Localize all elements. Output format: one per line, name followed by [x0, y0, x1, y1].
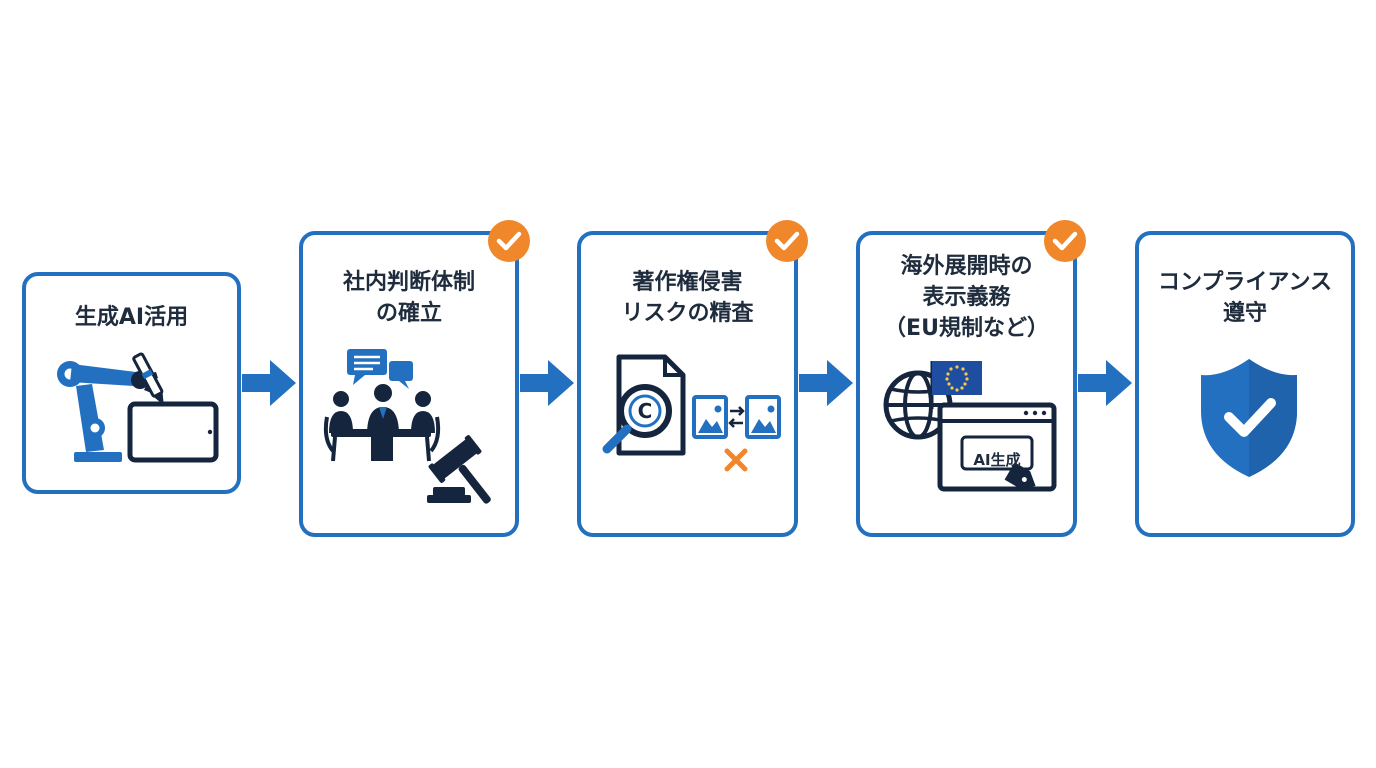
step-4-title-line-2: 表示義務 [922, 285, 1011, 310]
step-3-title-line-1: 著作権侵害 [632, 270, 743, 295]
globe-eu-label-icon [883, 361, 1057, 492]
step-3-title-line-2: リスクの精査 [621, 301, 754, 326]
flow-arrow-4 [1078, 360, 1132, 406]
check-badge-3 [766, 220, 808, 262]
step-title-3: 著作権侵害 リスクの精査 [581, 267, 794, 329]
step-title-4: 海外展開時の 表示義務 （EU規制など） [860, 251, 1073, 344]
step-title-5: コンプライアンス 遵守 [1139, 267, 1351, 329]
step-card-4: 海外展開時の 表示義務 （EU規制など） AI生成 [856, 231, 1077, 537]
shield-check-icon [1201, 359, 1297, 477]
step-card-2: 社内判断体制 の確立 [299, 231, 519, 537]
step-2-title-line-2: の確立 [375, 301, 442, 326]
check-badge-2 [488, 220, 530, 262]
flow-arrow-1 [242, 360, 296, 406]
copyright-inspection-icon: C [602, 354, 781, 472]
flow-arrow-2 [520, 360, 574, 406]
step-card-3: 著作権侵害 リスクの精査 C [577, 231, 798, 537]
step-1-title-line-1: 生成AI活用 [74, 305, 189, 330]
step-card-5: コンプライアンス 遵守 [1135, 231, 1355, 537]
step-4-title-line-3: （EU規制など） [884, 316, 1049, 341]
step-card-1: 生成AI活用 [22, 272, 241, 494]
svg-text:C: C [638, 399, 653, 423]
step-2-title-line-1: 社内判断体制 [342, 270, 475, 295]
step-title-1: 生成AI活用 [26, 302, 237, 333]
robot-arm-tablet-icon [57, 352, 219, 463]
flow-arrow-3 [799, 360, 853, 406]
step-title-2: 社内判断体制 の確立 [303, 267, 515, 329]
step-4-title-line-1: 海外展開時の [900, 254, 1033, 279]
ai-generated-label: AI生成 [973, 451, 1021, 469]
meeting-gavel-icon [323, 349, 491, 504]
step-5-title-line-1: コンプライアンス [1157, 270, 1333, 295]
check-badge-4 [1044, 220, 1086, 262]
step-5-title-line-2: 遵守 [1222, 301, 1267, 326]
